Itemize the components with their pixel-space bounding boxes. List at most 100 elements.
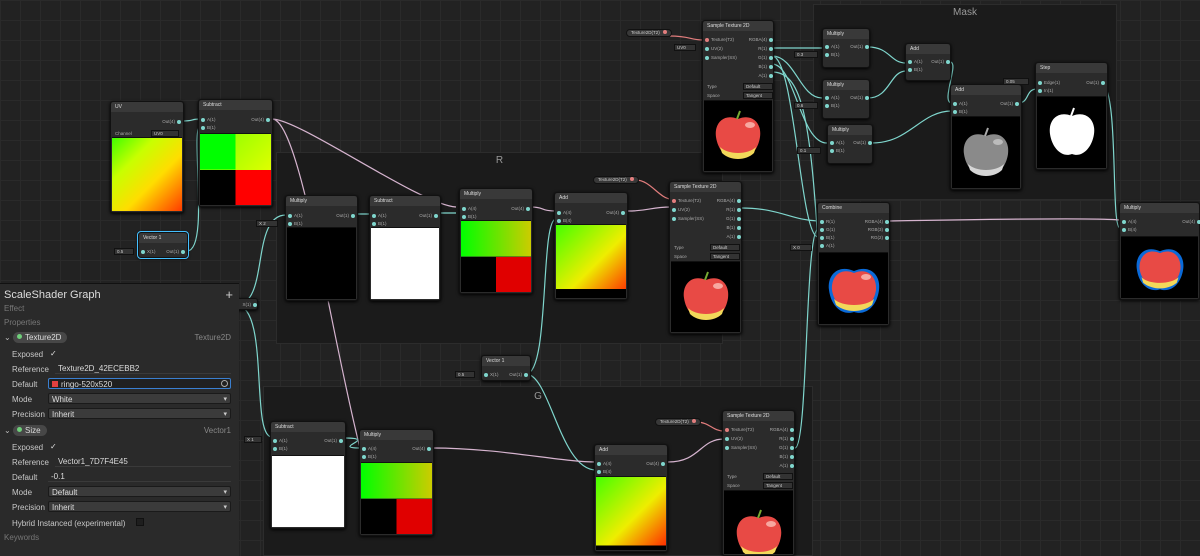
port-dot-icon[interactable] [427, 447, 431, 451]
texture-property-top[interactable]: Texture2D(T2) [626, 29, 672, 37]
mask-multiply-2-b-value[interactable]: 0.6 [794, 102, 818, 109]
step-in-port[interactable]: In(1) [1038, 88, 1053, 94]
port-dot-icon[interactable] [769, 65, 773, 69]
port-dot-icon[interactable] [1015, 102, 1019, 106]
step-edge-port[interactable]: Edge(1) [1038, 80, 1060, 86]
subtract-r-out-port[interactable]: Out(1) [419, 213, 438, 219]
mask-add-1-b-port[interactable]: B(1) [908, 67, 923, 73]
port-dot-icon[interactable] [1122, 228, 1126, 232]
size-reference-field[interactable]: Vector1_7D7F4E45 [55, 456, 231, 467]
combine-b-port[interactable]: B(1) [820, 235, 835, 241]
mask-add-1-a-port[interactable]: A(1) [908, 59, 923, 65]
port-dot-icon[interactable] [820, 236, 824, 240]
add-r-node[interactable]: Add A(4) B(4) Out(4) [554, 192, 628, 300]
sample-top-uv-port[interactable]: UV(2) [705, 46, 723, 52]
port-dot-icon[interactable] [885, 220, 889, 224]
mask-multiply-3-b-port[interactable]: B(1) [830, 148, 845, 154]
size-exposed-checkbox[interactable]: ✓ [50, 442, 57, 451]
port-dot-icon[interactable] [790, 464, 794, 468]
mask-multiply-1-b-value[interactable]: 0.3 [794, 51, 818, 58]
port-dot-icon[interactable] [1038, 89, 1042, 93]
sample-top-space-dropdown[interactable]: Tangent [743, 92, 773, 99]
port-dot-icon[interactable] [526, 207, 530, 211]
subtract-top-a-port[interactable]: A(1) [201, 117, 216, 123]
port-dot-icon[interactable] [725, 437, 729, 441]
port-dot-icon[interactable] [621, 211, 625, 215]
sample-r-rgba-port[interactable]: RGBA(4) [717, 198, 741, 204]
texture-property-r[interactable]: Texture2D(T2) [593, 176, 639, 184]
mask-add-2-b-port[interactable]: B(1) [953, 109, 968, 115]
subtract-top-node[interactable]: Subtract A(1) B(1) Out(4) [198, 99, 273, 207]
multiply-r2-out-port[interactable]: Out(4) [511, 206, 530, 212]
port-dot-icon[interactable] [1101, 81, 1105, 85]
port-dot-icon[interactable] [462, 215, 466, 219]
port-dot-icon[interactable] [946, 60, 950, 64]
vector1-g-out-port[interactable]: Out(1) [509, 372, 528, 378]
step-out-port[interactable]: Out(1) [1086, 80, 1105, 86]
blackboard-panel[interactable]: ScaleShader Graph + Effect Properties ⌄ … [0, 283, 239, 556]
multiply-g-a-port[interactable]: A(4) [362, 446, 377, 452]
sample-r-a-port[interactable]: A(1) [726, 234, 741, 240]
uv-channel-dropdown[interactable]: UV0 [151, 130, 179, 137]
port-dot-icon[interactable] [865, 96, 869, 100]
port-dot-icon[interactable] [266, 118, 270, 122]
port-dot-icon[interactable] [725, 446, 729, 450]
uv-out-port[interactable]: Out(4) [162, 119, 181, 125]
mask-multiply-2-b-port[interactable]: B(1) [825, 103, 840, 109]
port-dot-icon[interactable] [1197, 220, 1200, 224]
sample-r-b-port[interactable]: B(1) [726, 225, 741, 231]
combine-a-value[interactable]: X 0 [790, 244, 812, 251]
port-dot-icon[interactable] [953, 110, 957, 114]
port-dot-icon[interactable] [141, 250, 145, 254]
port-dot-icon[interactable] [769, 74, 773, 78]
sample-top-g-port[interactable]: G(1) [758, 55, 773, 61]
texture-exposed-checkbox[interactable]: ✓ [50, 349, 57, 358]
sample-top-rgba-port[interactable]: RGBA(4) [749, 37, 773, 43]
port-dot-icon[interactable] [737, 199, 741, 203]
uv-node[interactable]: UV Out(4) Channel UV0 [110, 101, 184, 213]
port-dot-icon[interactable] [201, 118, 205, 122]
step-node[interactable]: Step Edge(1) In(1) Out(1) [1035, 62, 1108, 170]
sample-top-uv-value[interactable]: UV0 [674, 44, 696, 51]
port-dot-icon[interactable] [825, 45, 829, 49]
port-dot-icon[interactable] [790, 437, 794, 441]
port-dot-icon[interactable] [737, 217, 741, 221]
hybrid-instanced-checkbox[interactable] [136, 518, 144, 526]
port-dot-icon[interactable] [661, 462, 665, 466]
subtract-r-node[interactable]: Subtract A(1) B(1) Out(1) [369, 195, 441, 301]
mask-multiply-3-b-value[interactable]: 0.1 [797, 147, 821, 154]
mask-multiply-3-out-port[interactable]: Out(1) [853, 140, 872, 146]
property-texture2d-chip[interactable]: Texture2D [13, 332, 68, 343]
multiply-g-out-port[interactable]: Out(4) [412, 446, 431, 452]
sample-g-b-port[interactable]: B(1) [779, 454, 794, 460]
vector1-top-x-port[interactable]: X(1) [141, 249, 156, 255]
size-mode-dropdown[interactable]: Default▾ [48, 486, 231, 497]
subtract-g-out-port[interactable]: Out(1) [324, 438, 343, 444]
size-default-field[interactable]: -0.1 [48, 471, 231, 482]
sample-r-uv-port[interactable]: UV(2) [672, 207, 690, 213]
port-dot-icon[interactable] [908, 60, 912, 64]
port-dot-icon[interactable] [865, 45, 869, 49]
port-dot-icon[interactable] [434, 214, 438, 218]
multiply-r-a-port[interactable]: A(1) [288, 213, 303, 219]
port-dot-icon[interactable] [597, 470, 601, 474]
add-property-button[interactable]: + [225, 287, 233, 302]
port-dot-icon[interactable] [830, 149, 834, 153]
subtract-g-a-port[interactable]: A(1) [273, 438, 288, 444]
port-dot-icon[interactable] [825, 96, 829, 100]
combine-r-port[interactable]: R(1) [820, 219, 835, 225]
port-dot-icon[interactable] [362, 455, 366, 459]
texture-precision-dropdown[interactable]: Inherit▾ [48, 408, 231, 419]
subtract-top-b-port[interactable]: B(1) [201, 125, 216, 131]
port-dot-icon[interactable] [372, 222, 376, 226]
add-g-node[interactable]: Add A(4) B(4) Out(4) [594, 444, 668, 552]
mask-add-2-out-port[interactable]: Out(1) [1000, 101, 1019, 107]
mask-multiply-1-out-port[interactable]: Out(1) [850, 44, 869, 50]
mask-multiply-1-a-port[interactable]: A(1) [825, 44, 840, 50]
port-dot-icon[interactable] [662, 30, 667, 34]
port-dot-icon[interactable] [825, 53, 829, 57]
texture-reference-field[interactable]: Texture2D_42ECEBB2 [55, 363, 231, 374]
sample-g-g-port[interactable]: G(1) [779, 445, 794, 451]
port-dot-icon[interactable] [339, 439, 343, 443]
port-dot-icon[interactable] [769, 47, 773, 51]
